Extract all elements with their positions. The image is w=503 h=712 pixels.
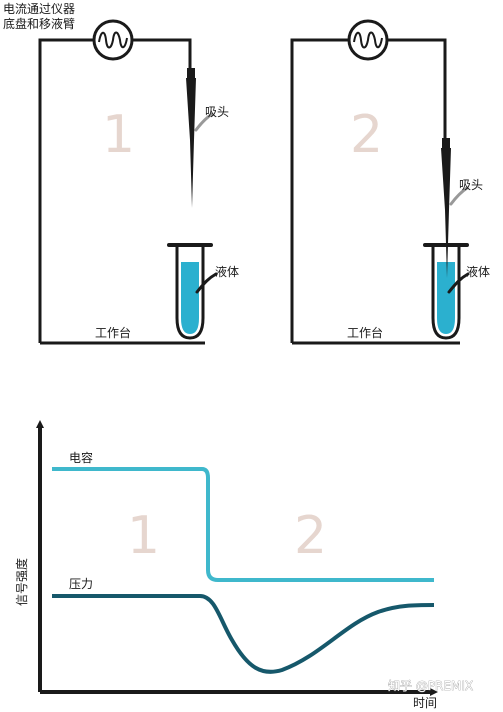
tip-label-2: 吸头 [459, 178, 483, 192]
x-axis-label: 时间 [413, 696, 437, 710]
panel-number-1: 1 [102, 105, 135, 165]
panel-number-2: 2 [350, 105, 383, 165]
tip-label-1: 吸头 [205, 105, 229, 119]
circuit-wire-1 [38, 38, 192, 343]
meter-label-line2: 底盘和移液臂 [3, 16, 75, 31]
meter-label-line1: 电流通过仪器 [3, 2, 75, 16]
capacitance-label: 电容 [69, 450, 93, 465]
liquid-leader-1 [195, 272, 218, 294]
capacitance-curve [52, 467, 434, 582]
pipette-tip-1 [186, 68, 196, 208]
panel-1: 1 吸头 液体 工作台 [38, 19, 239, 345]
panel-2: 2 吸头 液体 工作台 [290, 19, 490, 345]
watermark: 知乎 @PREMIX [388, 679, 473, 693]
test-tube-2 [423, 243, 469, 340]
pipette-tip-2 [441, 138, 451, 278]
circuit-wire-2 [290, 38, 447, 343]
test-tube-1 [167, 243, 213, 340]
meter-icon [92, 19, 134, 61]
pressure-curve [52, 594, 435, 674]
y-axis-label: 信号强度 [14, 558, 29, 606]
liquid-label-2: 液体 [466, 264, 490, 279]
tip-leader-2 [449, 186, 469, 206]
signal-graph: 1 2 电容 压力 信号强度 时间 [14, 420, 438, 710]
worktable-label-1: 工作台 [95, 325, 131, 340]
tip-leader-1 [194, 112, 214, 132]
worktable-label-2: 工作台 [347, 325, 383, 340]
liquid-label-1: 液体 [215, 264, 239, 279]
graph-region-1: 1 [127, 506, 160, 566]
meter-icon [347, 19, 389, 61]
pressure-label: 压力 [69, 577, 93, 591]
graph-region-2: 2 [294, 506, 327, 566]
liquid-leader-2 [447, 272, 470, 294]
